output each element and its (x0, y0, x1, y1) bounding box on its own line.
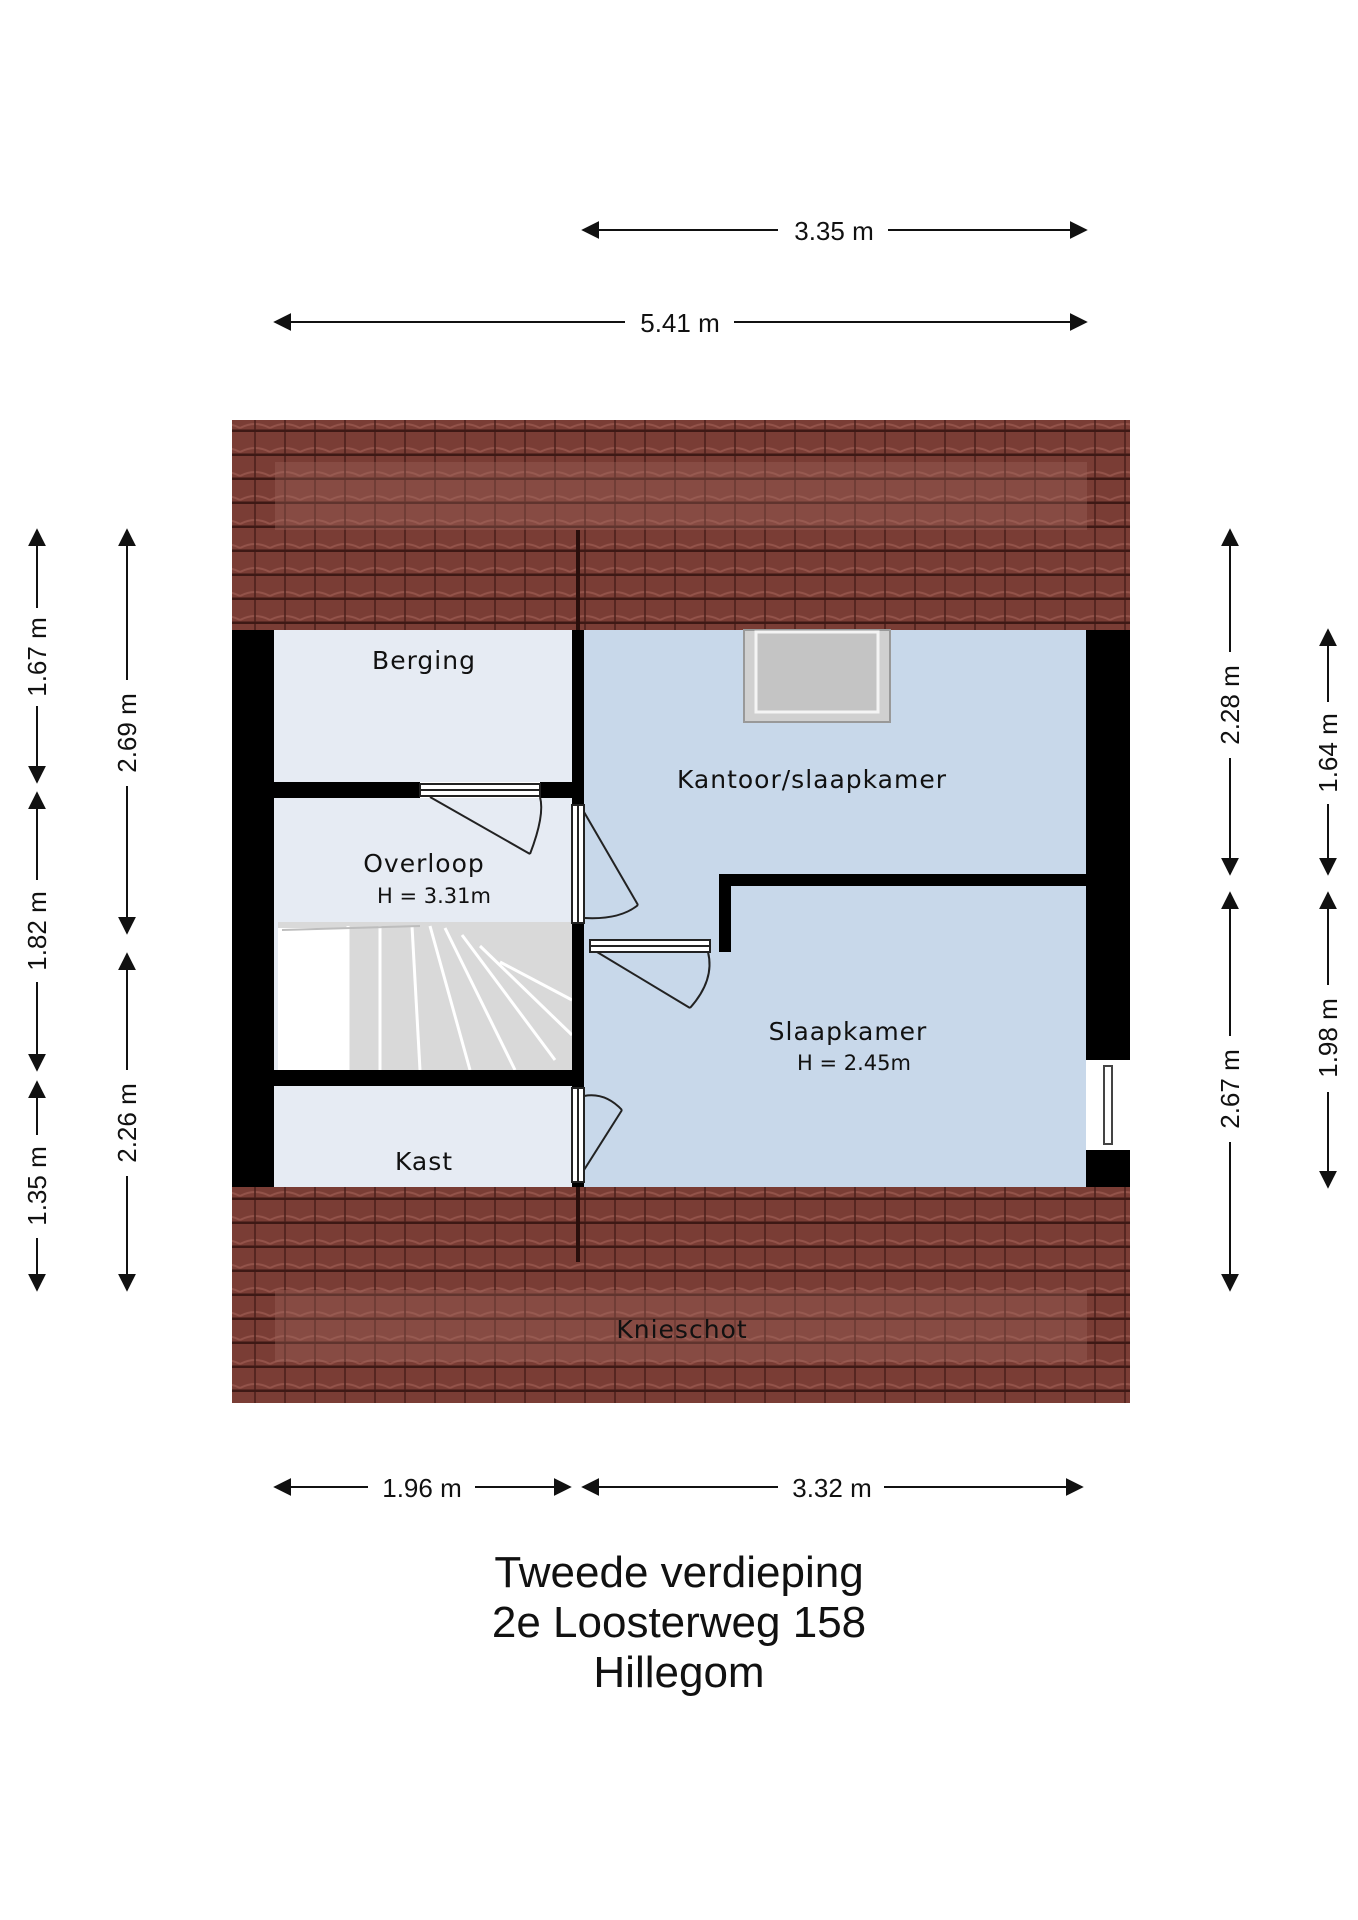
dim-top-short: 3.35 m (581, 216, 1088, 246)
dim-right-outer-2-label: 1.98 m (1313, 998, 1343, 1078)
dim-top-long-label: 5.41 m (640, 308, 720, 338)
label-kast: Kast (395, 1147, 453, 1176)
label-knieschot: Knieschot (616, 1315, 747, 1344)
roof-bottom (232, 1187, 1130, 1403)
skylight (743, 629, 891, 723)
dim-right-outer-1: 1.64 m (1313, 628, 1343, 876)
dim-right-inner-1-label: 2.28 m (1215, 665, 1245, 745)
caption-city: Hillegom (593, 1648, 765, 1697)
dim-right-inner-2-label: 2.67 m (1215, 1049, 1245, 1129)
dim-left-outer-2: 1.82 m (22, 791, 52, 1072)
dim-left-outer-3-label: 1.35 m (22, 1146, 52, 1226)
dim-right-inner-1: 2.28 m (1215, 528, 1245, 876)
label-berging: Berging (372, 646, 476, 675)
dim-left-inner-1: 2.69 m (112, 528, 142, 935)
door-slaapkamer (589, 939, 711, 1009)
dim-top-short-label: 3.35 m (794, 216, 874, 246)
label-overloop: Overloop (363, 849, 485, 878)
label-kantoor: Kantoor/slaapkamer (677, 765, 947, 794)
room-berging (274, 630, 572, 782)
dim-left-inner-1-label: 2.69 m (112, 693, 142, 773)
dim-left-outer-1: 1.67 m (22, 528, 52, 784)
dim-left-outer-3: 1.35 m (22, 1080, 52, 1292)
door-kantoor (571, 804, 639, 924)
dim-top-long: 5.41 m (273, 308, 1088, 338)
room-kast (274, 1086, 572, 1187)
dim-bottom-left-label: 1.96 m (382, 1473, 462, 1503)
dim-left-inner-2-label: 2.26 m (112, 1083, 142, 1163)
staircase (278, 922, 574, 1071)
room-slaapkamer (584, 886, 1086, 1187)
caption-floor: Tweede verdieping (494, 1548, 864, 1597)
label-slaapkamer: Slaapkamer (769, 1017, 928, 1046)
room-slaapkamer-ext (584, 874, 719, 894)
caption-street: 2e Loosterweg 158 (491, 1598, 867, 1647)
door-berging (419, 783, 543, 855)
dim-right-inner-2: 2.67 m (1215, 891, 1245, 1292)
label-overloop-height: H = 3.31m (377, 884, 491, 908)
dim-bottom-left: 1.96 m (273, 1473, 572, 1503)
door-kast (571, 1087, 623, 1183)
dim-right-outer-2: 1.98 m (1313, 891, 1343, 1189)
label-slaapkamer-height: H = 2.45m (797, 1051, 911, 1075)
caption: Tweede verdieping 2e Loosterweg 158 Hill… (0, 1548, 1358, 1698)
roof-top (232, 420, 1130, 630)
dim-left-outer-1-label: 1.67 m (22, 617, 52, 697)
dim-bottom-right-label: 3.32 m (792, 1473, 872, 1503)
dim-right-outer-1-label: 1.64 m (1313, 713, 1343, 793)
dim-left-outer-2-label: 1.82 m (22, 891, 52, 971)
dim-left-inner-2: 2.26 m (112, 952, 142, 1292)
window-right (1086, 1060, 1130, 1150)
dim-bottom-right: 3.32 m (581, 1473, 1084, 1503)
